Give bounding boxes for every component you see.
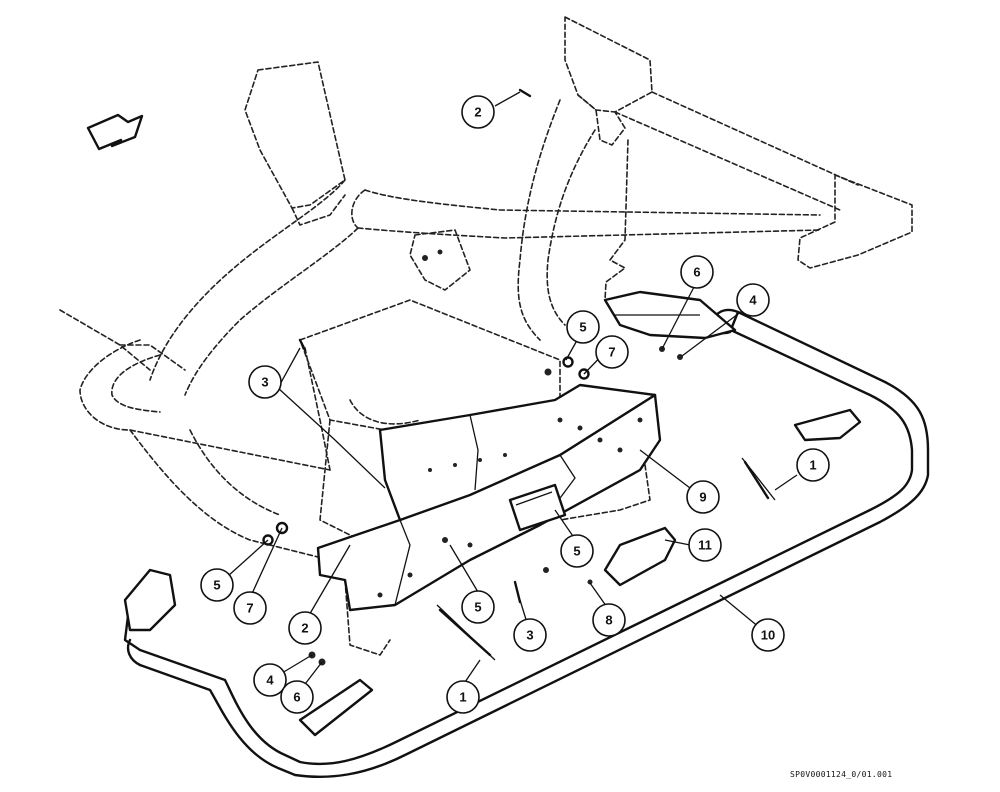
callout-5: 5 bbox=[560, 534, 594, 568]
callout-2: 2 bbox=[288, 611, 322, 645]
svg-text:5: 5 bbox=[474, 600, 481, 615]
cover-plate bbox=[603, 526, 677, 587]
callout-2: 2 bbox=[461, 95, 495, 129]
drawing-code: SP0V0001124_0/01.001 bbox=[790, 770, 893, 779]
svg-text:6: 6 bbox=[693, 265, 700, 280]
svg-text:5: 5 bbox=[573, 544, 580, 559]
svg-text:5: 5 bbox=[579, 320, 586, 335]
callout-7: 7 bbox=[595, 335, 629, 369]
svg-text:1: 1 bbox=[809, 458, 816, 473]
svg-text:11: 11 bbox=[698, 538, 712, 553]
svg-text:9: 9 bbox=[699, 490, 706, 505]
vehicle-frame-phantom bbox=[59, 16, 913, 656]
svg-text:3: 3 bbox=[261, 375, 268, 390]
callout-5: 5 bbox=[461, 590, 495, 624]
svg-text:8: 8 bbox=[605, 613, 612, 628]
callout-11: 11 bbox=[688, 528, 722, 562]
hitch-plate-assembly bbox=[316, 383, 662, 612]
svg-text:7: 7 bbox=[608, 345, 615, 360]
svg-text:1: 1 bbox=[459, 690, 466, 705]
right-bracket bbox=[603, 290, 737, 340]
svg-text:4: 4 bbox=[266, 673, 274, 688]
callout-4: 4 bbox=[253, 663, 287, 697]
svg-text:2: 2 bbox=[301, 621, 308, 636]
svg-text:2: 2 bbox=[474, 105, 481, 120]
callout-4: 4 bbox=[736, 283, 770, 317]
callout-8: 8 bbox=[592, 603, 626, 637]
svg-text:4: 4 bbox=[749, 293, 757, 308]
svg-text:7: 7 bbox=[246, 601, 253, 616]
callout-9: 9 bbox=[686, 480, 720, 514]
callout-5: 5 bbox=[566, 310, 600, 344]
callout-5: 5 bbox=[200, 568, 234, 602]
callout-3: 3 bbox=[248, 365, 282, 399]
direction-arrow-icon bbox=[86, 113, 144, 151]
callout-7: 7 bbox=[233, 591, 267, 625]
svg-text:5: 5 bbox=[213, 578, 220, 593]
callout-1: 1 bbox=[796, 448, 830, 482]
svg-text:6: 6 bbox=[293, 690, 300, 705]
bumper-tube bbox=[123, 308, 930, 778]
callout-6: 6 bbox=[680, 255, 714, 289]
callout-3: 3 bbox=[513, 618, 547, 652]
callout-1: 1 bbox=[446, 680, 480, 714]
callout-6: 6 bbox=[280, 680, 314, 714]
svg-text:3: 3 bbox=[526, 628, 533, 643]
callout-10: 10 bbox=[751, 618, 785, 652]
shield-plate bbox=[793, 408, 862, 442]
svg-text:10: 10 bbox=[761, 628, 775, 643]
